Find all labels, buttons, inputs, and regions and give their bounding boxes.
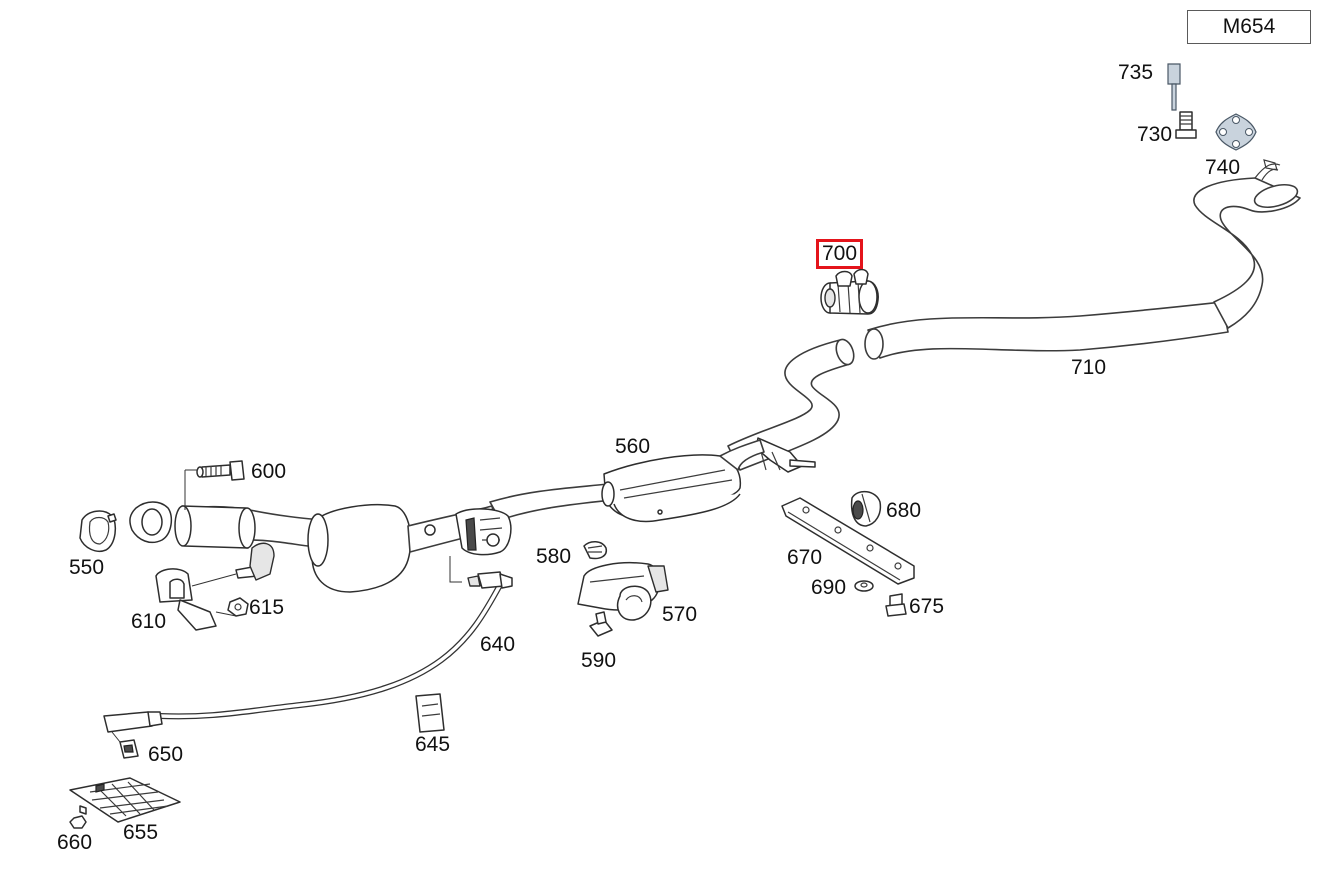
callout-615[interactable]: 615 [249, 596, 285, 619]
callout-655[interactable]: 655 [123, 821, 159, 844]
callout-550[interactable]: 550 [69, 556, 105, 579]
bolt-590-drawing [589, 611, 613, 637]
control-unit-655-drawing [69, 777, 181, 823]
clamp-700-drawing [820, 268, 879, 315]
callout-645[interactable]: 645 [415, 733, 451, 756]
clip-645-drawing [415, 693, 445, 733]
callout-690[interactable]: 690 [811, 576, 847, 599]
screw-735-drawing [1167, 63, 1181, 111]
callout-610[interactable]: 610 [131, 610, 167, 633]
callout-590[interactable]: 590 [581, 649, 617, 672]
clamp-580-drawing [583, 541, 608, 560]
connector-650-drawing [103, 711, 163, 759]
callout-700[interactable]: 700 [816, 239, 864, 269]
nut-660-drawing [69, 815, 87, 829]
callout-730[interactable]: 730 [1137, 123, 1173, 146]
engine-code-box: M654 [1187, 10, 1311, 44]
rubber-mount-680-drawing [850, 490, 882, 527]
bolt-730-drawing [1175, 111, 1197, 139]
callout-640[interactable]: 640 [480, 633, 516, 656]
callout-560[interactable]: 560 [615, 435, 651, 458]
callout-710[interactable]: 710 [1071, 356, 1107, 379]
front-pipe-drawing [174, 504, 512, 593]
gasket-drawing [129, 469, 200, 544]
center-silencer-560-drawing [489, 439, 765, 523]
rear-pipe-710-drawing [864, 159, 1301, 360]
callout-670[interactable]: 670 [787, 546, 823, 569]
nut-615-drawing [227, 597, 249, 617]
callout-675[interactable]: 675 [909, 595, 945, 618]
callout-570[interactable]: 570 [662, 603, 698, 626]
callout-680[interactable]: 680 [886, 499, 922, 522]
callout-650[interactable]: 650 [148, 743, 184, 766]
callout-580[interactable]: 580 [536, 545, 572, 568]
callout-600[interactable]: 600 [251, 460, 287, 483]
bolt-600-drawing [196, 460, 245, 481]
nut-690-drawing [854, 580, 874, 592]
bracket-610-drawing [155, 542, 275, 631]
callout-740[interactable]: 740 [1205, 156, 1241, 179]
bracket-570-drawing [577, 561, 669, 621]
bracket-670-drawing [781, 497, 915, 585]
bolt-675-drawing [885, 593, 907, 617]
sensor-640-drawing [157, 556, 513, 720]
rubber-hanger-740-drawing [1215, 113, 1257, 151]
callout-735[interactable]: 735 [1118, 61, 1154, 84]
callout-660[interactable]: 660 [57, 831, 93, 854]
flange-550-drawing [79, 510, 117, 552]
